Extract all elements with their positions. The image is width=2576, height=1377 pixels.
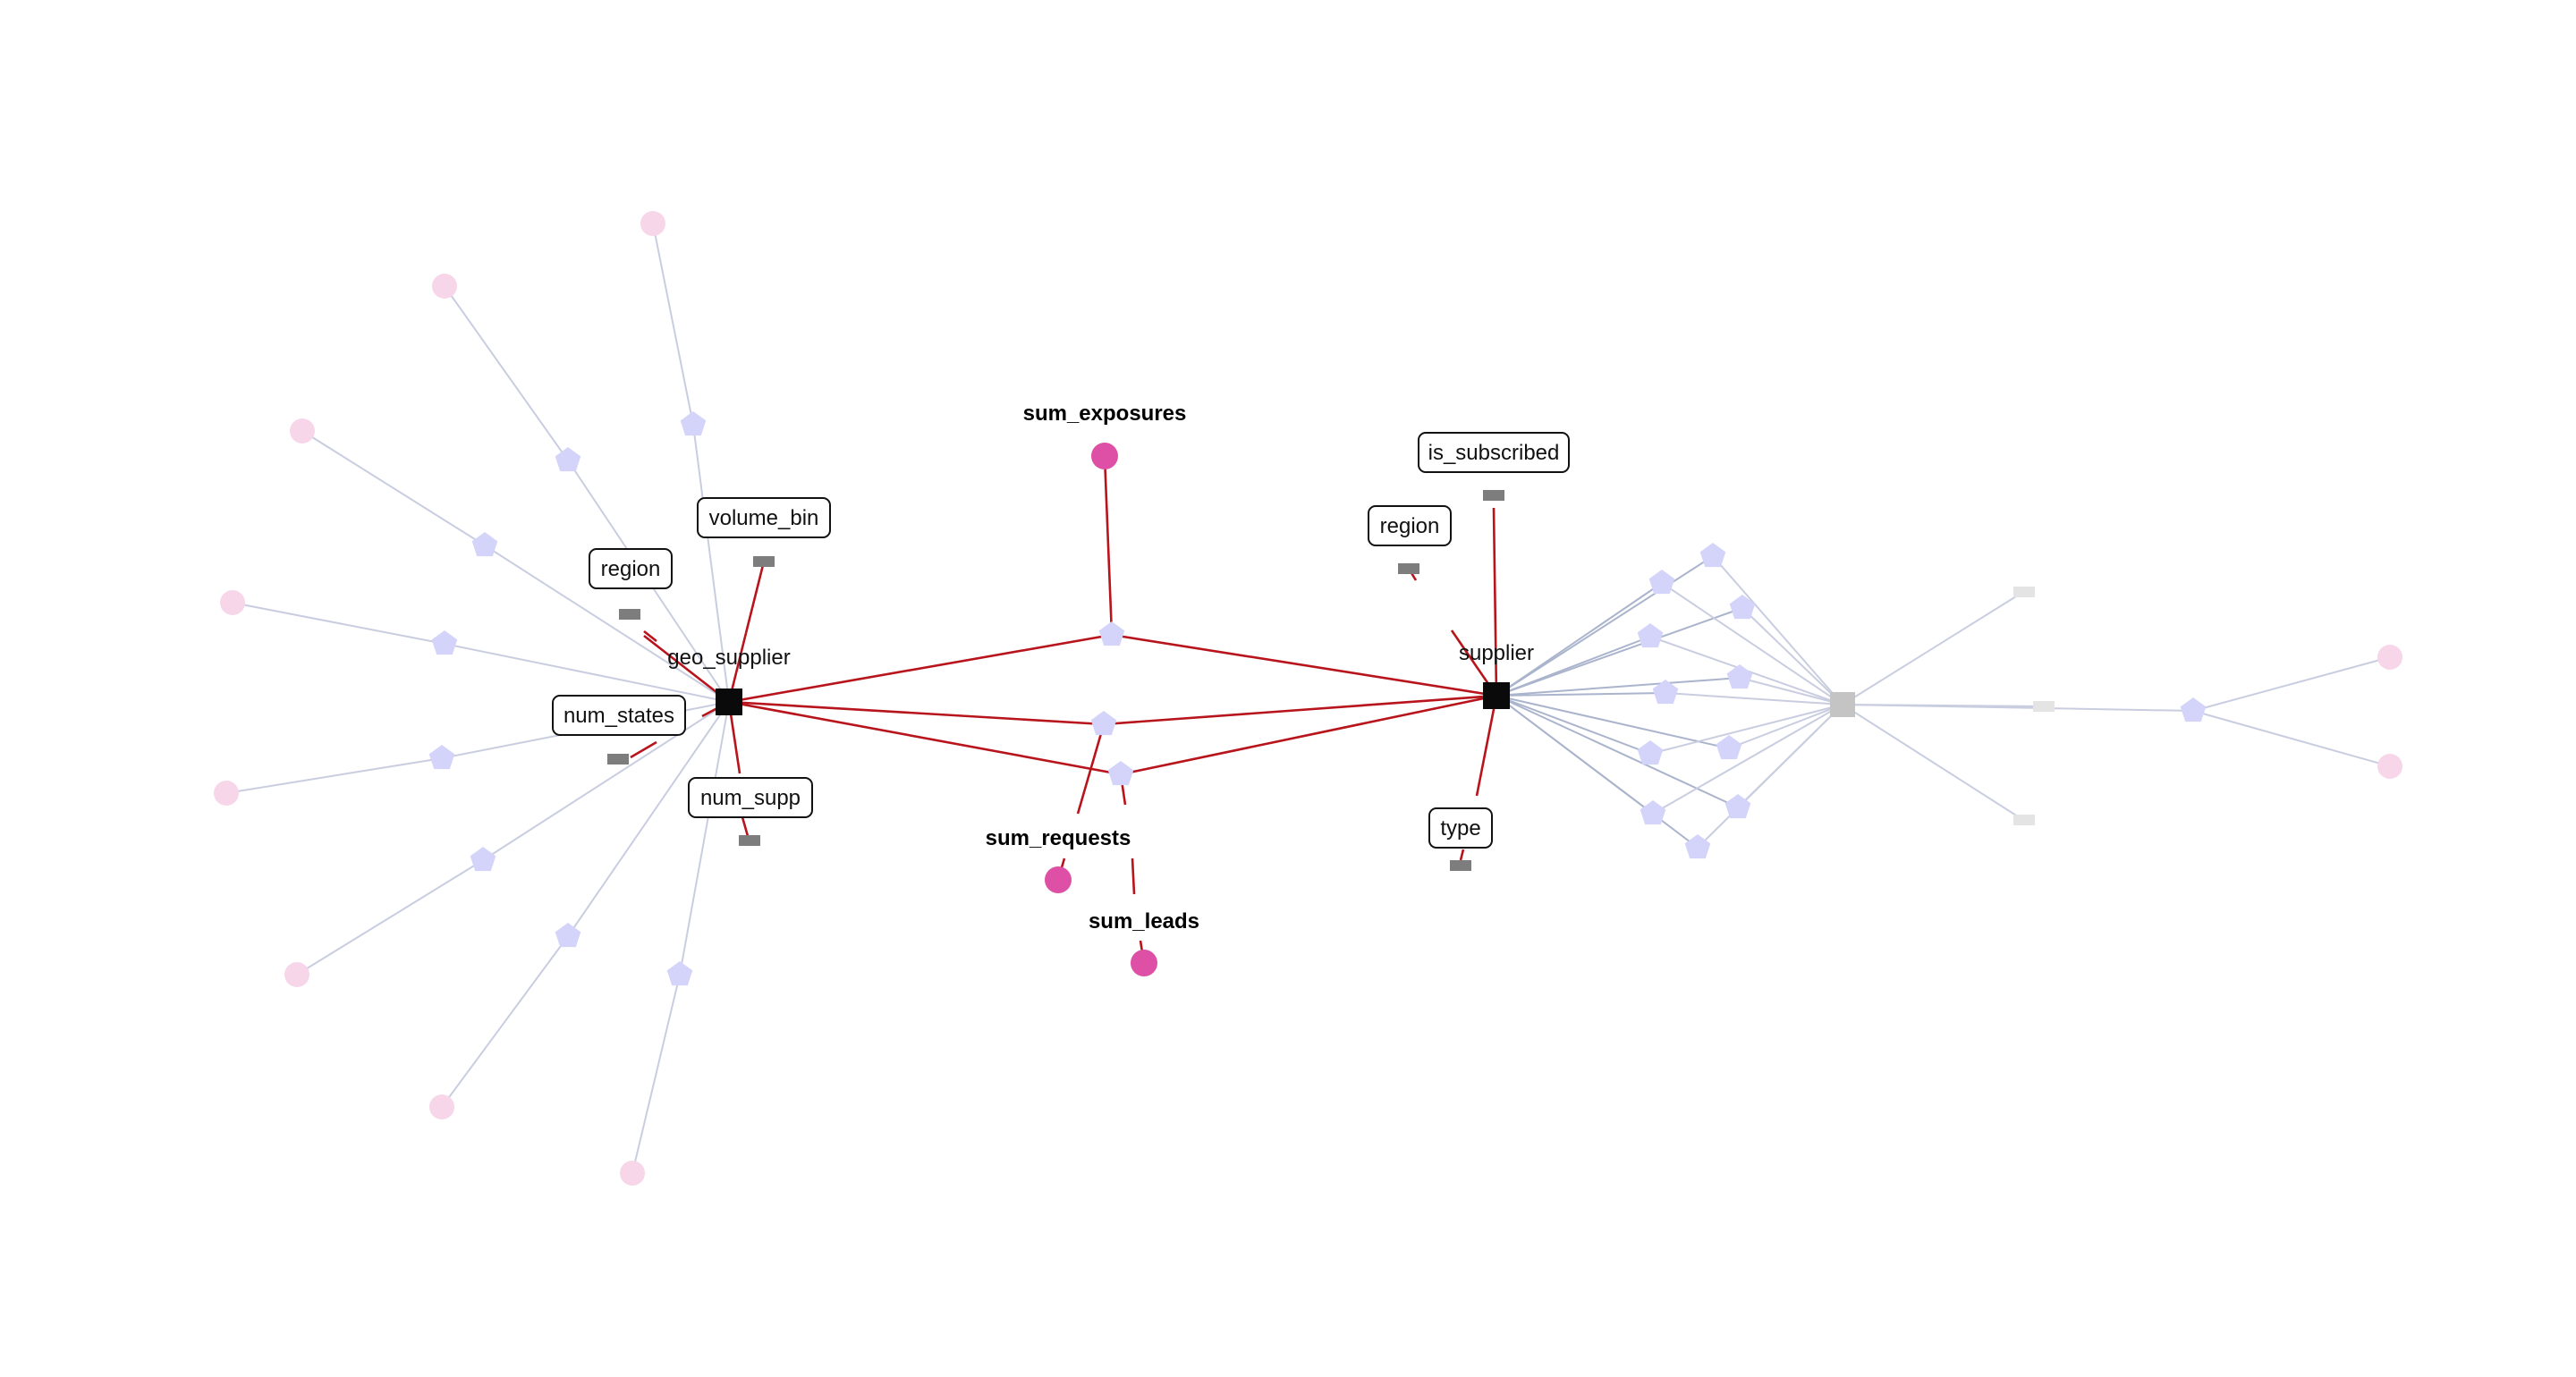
join-node[interactable] [1640,800,1666,825]
is-subscribed-label: is_subscribed [1428,441,1560,465]
join-node[interactable] [471,532,498,557]
sum-requests-node[interactable] [1045,866,1072,893]
join-nodes [428,411,2207,986]
join-node[interactable] [1098,621,1125,646]
geo-region-label: region [601,557,661,581]
join-node[interactable] [470,847,496,872]
entity-nodes [716,682,1855,717]
join-node[interactable] [1684,834,1711,859]
faded-attribute-nodes [2013,587,2055,825]
faded-metric-node[interactable] [290,418,315,444]
join-node[interactable] [1090,711,1117,736]
geo-supplier-label: geo_supplier [667,646,790,670]
join-node[interactable] [1637,740,1664,765]
volume-bin-attribute-node[interactable] [753,556,775,567]
join-node[interactable] [1652,680,1679,705]
faded-metric-nodes [214,211,2402,1186]
faded-metric-node[interactable] [214,781,239,806]
faded-attribute-node[interactable] [2013,587,2035,597]
faded-attribute-node[interactable] [2013,815,2035,825]
faded-metric-node[interactable] [2377,754,2402,779]
join-node[interactable] [555,923,581,948]
num-supp-label-box: num_supp [688,777,813,818]
join-node[interactable] [1107,761,1134,786]
faded-attribute-node[interactable] [2033,701,2055,712]
metric-nodes [1045,443,1157,976]
supplier-label: supplier [1459,641,1534,665]
num-states-attribute-node[interactable] [607,754,629,765]
is-subscribed-label-box: is_subscribed [1418,432,1570,473]
num-states-label: num_states [564,704,674,728]
sum-requests-label: sum_requests [986,826,1131,850]
supplier-node[interactable] [1483,682,1510,709]
num-states-label-box: num_states [552,695,686,736]
faded-metric-node[interactable] [2377,645,2402,670]
join-node[interactable] [1699,543,1726,568]
volume-bin-label-box: volume_bin [697,497,831,538]
active-edges [630,455,1498,964]
faded-metric-node[interactable] [429,1094,454,1119]
geo-supplier-node[interactable] [716,688,742,715]
sum-exposures-label: sum_exposures [1023,401,1187,426]
faded-metric-node[interactable] [220,590,245,615]
faded-metric-node[interactable] [432,274,457,299]
supplier-region-label: region [1380,514,1440,538]
sum-leads-node[interactable] [1131,950,1157,976]
join-node[interactable] [428,745,455,770]
sum-leads-label: sum_leads [1089,909,1199,933]
join-node[interactable] [431,630,458,655]
type-attribute-node[interactable] [1450,860,1471,871]
geo-region-label-box: region [589,548,673,589]
join-node[interactable] [1729,595,1756,620]
faded-metric-node[interactable] [620,1161,645,1186]
faded-metric-node[interactable] [640,211,665,236]
type-label: type [1440,816,1480,841]
faded-metric-node[interactable] [284,962,309,987]
num-supp-attribute-node[interactable] [739,835,760,846]
join-node[interactable] [1716,735,1742,760]
geo-region-attribute-node[interactable] [619,609,640,620]
faded-edges-left [225,223,730,1174]
join-node[interactable] [555,447,581,472]
num-supp-label: num_supp [700,786,801,810]
join-node[interactable] [1648,570,1675,595]
faded-edges-right [1496,555,2391,849]
is-subscribed-attribute-node[interactable] [1483,490,1504,501]
type-label-box: type [1428,807,1493,849]
join-node[interactable] [1724,794,1751,819]
attribute-nodes [607,490,1504,871]
sum-exposures-node[interactable] [1091,443,1118,469]
join-node[interactable] [680,411,707,436]
join-node[interactable] [1726,664,1753,689]
volume-bin-label: volume_bin [709,506,819,530]
join-node[interactable] [666,961,693,986]
join-node[interactable] [2180,697,2207,722]
faded-entity-node[interactable] [1830,692,1855,717]
supplier-region-label-box: region [1368,505,1452,546]
join-node[interactable] [1637,623,1664,648]
supplier-region-attribute-node[interactable] [1398,563,1419,574]
